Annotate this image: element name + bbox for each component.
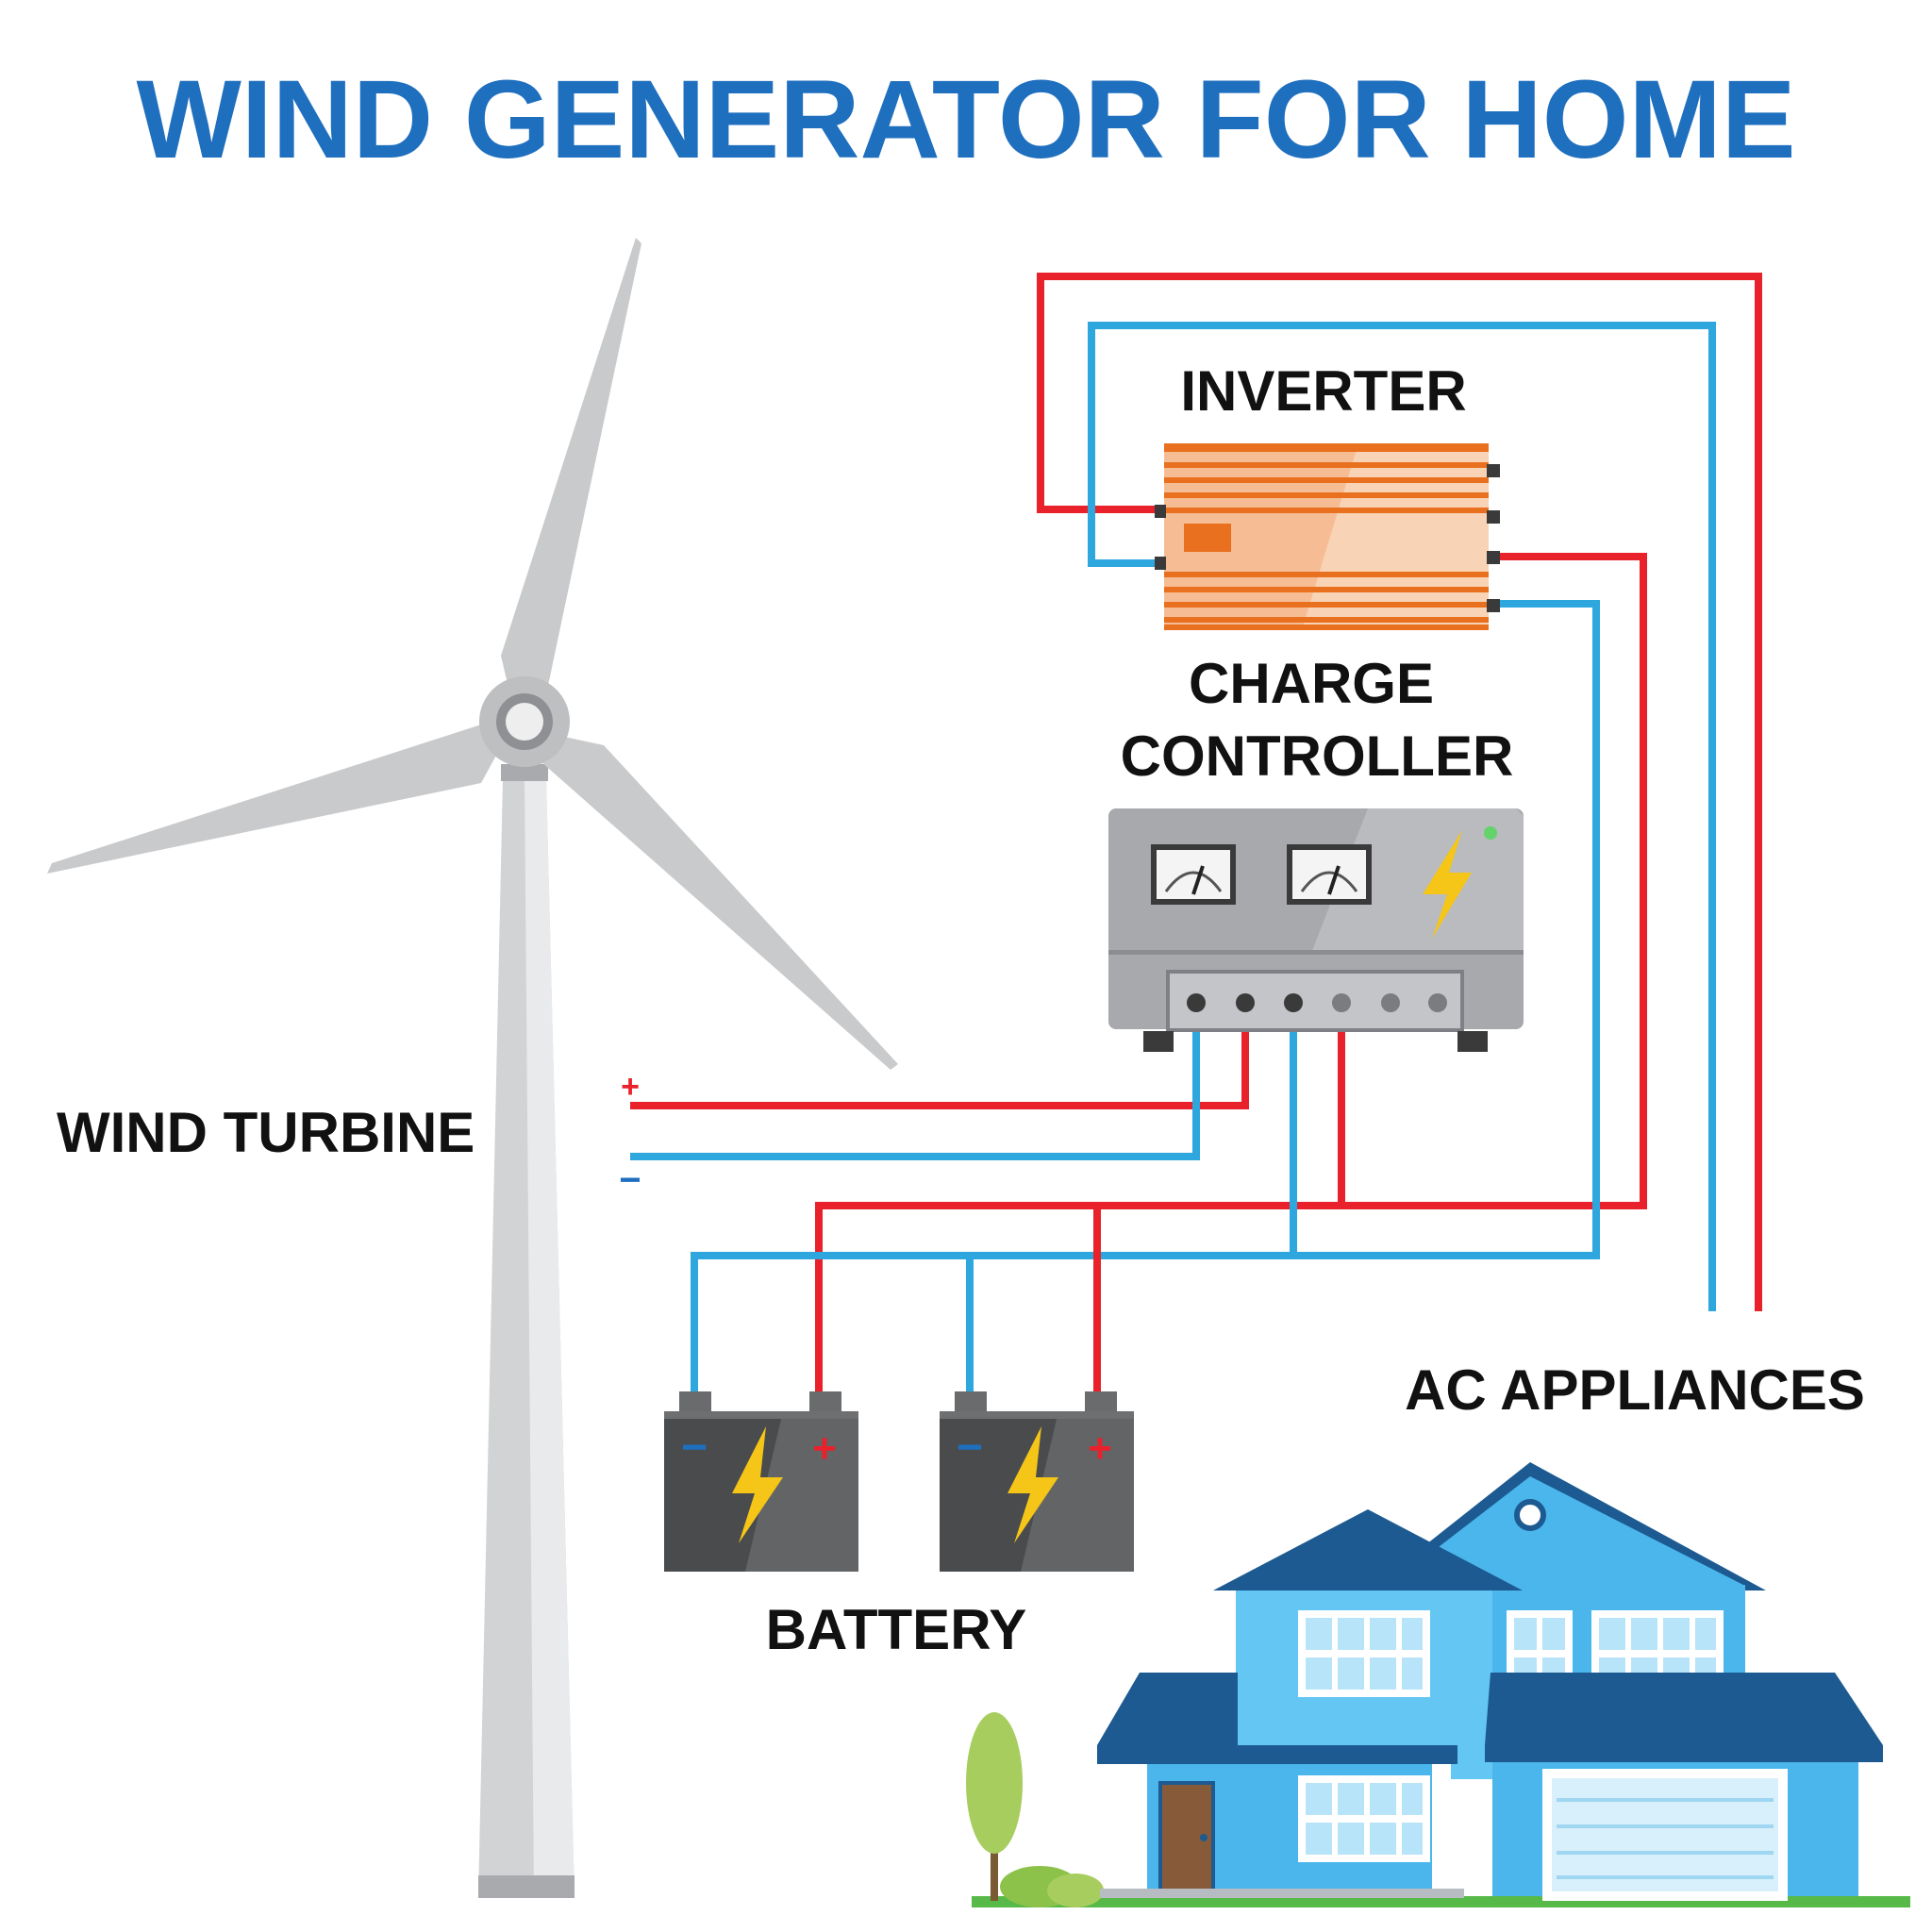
- inverter: INVERTER: [1155, 359, 1500, 630]
- inverter-stripes: [1164, 443, 1489, 630]
- battery2-minus-sign: −: [957, 1423, 983, 1473]
- ac-negative-wire: [1088, 322, 1716, 1311]
- wind-turbine-label: WIND TURBINE: [57, 1101, 475, 1164]
- status-led-icon: [1484, 826, 1497, 840]
- wind-turbine: WIND TURBINE: [47, 238, 898, 1898]
- tree-icon: [966, 1712, 1104, 1907]
- turbine-blade-right: [533, 731, 898, 1070]
- controller-terminals: [1187, 993, 1447, 1012]
- turbine-blade-top: [501, 238, 641, 712]
- battery1-minus-sign: −: [681, 1423, 708, 1473]
- controller-foot-left: [1143, 1031, 1174, 1052]
- controller-foot-right: [1457, 1031, 1488, 1052]
- house: [966, 1462, 1910, 1907]
- controller-divider: [1108, 950, 1524, 955]
- battery2-bolt-icon: [1008, 1426, 1058, 1543]
- turbine-nacelle: [501, 764, 548, 781]
- wiring: [630, 273, 1762, 1394]
- turbine-base: [478, 1875, 575, 1898]
- inverter-dc-negative-wire: [691, 600, 1600, 1394]
- left-roof: [1213, 1509, 1523, 1591]
- inverter-terminals: [1155, 464, 1500, 612]
- ac-appliances-label: AC APPLIANCES: [1405, 1358, 1865, 1422]
- turbine-hub: [506, 703, 543, 741]
- porch-roof: [1097, 1673, 1238, 1745]
- turbine-positive-wire: [630, 1003, 1249, 1109]
- turbine-minus-sign: −: [619, 1159, 641, 1201]
- lightning-bolt-icon: [1423, 830, 1472, 939]
- battery1-bolt-icon: [732, 1426, 783, 1543]
- turbine-blade-left: [47, 717, 509, 874]
- garage-roof: [1485, 1673, 1883, 1745]
- battery1-plus-sign: +: [812, 1425, 837, 1472]
- current-gauge: [1287, 844, 1372, 905]
- turbine-plus-sign: +: [621, 1069, 640, 1105]
- voltage-gauge: [1151, 844, 1236, 905]
- inverter-highlight: [1302, 443, 1489, 630]
- charge-controller: CHARGE CONTROLLER: [1108, 652, 1524, 1052]
- controller-label-line1: CHARGE: [1189, 652, 1434, 715]
- battery-2: − +: [940, 1391, 1134, 1572]
- turbine-negative-wire: [630, 1003, 1200, 1160]
- battery-1: − +: [664, 1391, 858, 1572]
- page-title: WIND GENERATOR FOR HOME: [136, 58, 1795, 182]
- controller-terminal-strip: [1166, 970, 1464, 1032]
- inverter-dc-positive-wire: [815, 553, 1647, 1394]
- attic-vent-icon: [1514, 1499, 1546, 1531]
- battery2-plus-sign: +: [1088, 1425, 1112, 1472]
- inverter-display: [1184, 524, 1231, 552]
- controller-label-line2: CONTROLLER: [1121, 724, 1514, 788]
- battery-label: BATTERY: [766, 1598, 1027, 1661]
- inverter-label: INVERTER: [1180, 359, 1466, 423]
- ac-positive-wire: [1037, 273, 1762, 1311]
- turbine-tower-shade: [525, 778, 575, 1898]
